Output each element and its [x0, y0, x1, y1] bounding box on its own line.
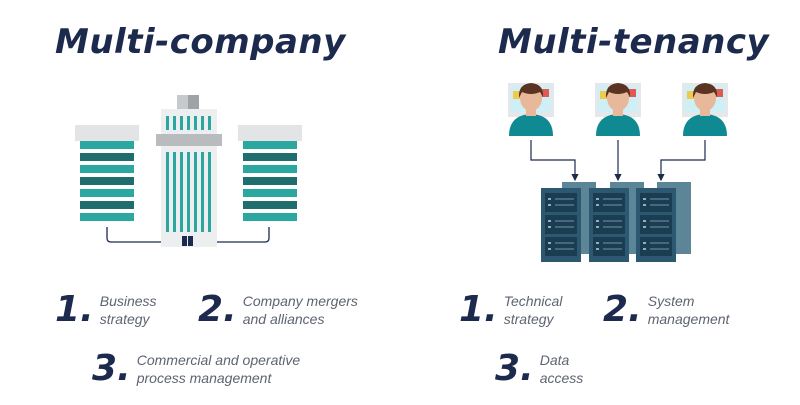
item-number: 1. [55, 289, 94, 330]
multi-tenancy-item-1: 1. Technical strategy [459, 292, 562, 328]
multi-company-item-3: 3. Commercial and operative process mana… [92, 351, 300, 387]
building-icon [156, 95, 222, 247]
multi-company-title: Multi-company [55, 22, 346, 62]
item-line: System [647, 293, 695, 309]
item-line: strategy [99, 311, 150, 327]
item-number: 1. [459, 289, 498, 330]
item-text: Company mergers and alliances [243, 292, 358, 328]
item-number: 2. [603, 289, 642, 330]
item-line: Data [539, 352, 570, 368]
item-line: Business [99, 293, 157, 309]
building-icon [238, 125, 302, 227]
item-text: Technical strategy [504, 292, 563, 328]
item-text: Data access [540, 351, 584, 387]
item-line: process management [136, 370, 272, 386]
multi-tenancy-item-2: 2. System management [603, 292, 729, 328]
item-text: Business strategy [100, 292, 157, 328]
item-line: management [647, 311, 730, 327]
multi-tenancy-item-3: 3. Data access [495, 351, 583, 387]
item-line: and alliances [242, 311, 325, 327]
user-workstation-icon [508, 83, 554, 136]
user-workstation-icon [595, 83, 641, 136]
building-icon [75, 125, 139, 227]
item-number: 3. [92, 348, 131, 389]
building-connector-right [217, 226, 270, 243]
user-workstation-icon [682, 83, 728, 136]
item-text: Commercial and operative process managem… [137, 351, 300, 387]
item-line: access [539, 370, 584, 386]
multi-tenancy-title: Multi-tenancy [498, 22, 770, 62]
item-line: strategy [503, 311, 554, 327]
server-rack-icon [541, 182, 691, 262]
item-number: 3. [495, 348, 534, 389]
item-text: System management [648, 292, 730, 328]
building-connector-left [106, 226, 162, 243]
multi-company-item-1: 1. Business strategy [55, 292, 157, 328]
connector-arrow [657, 140, 706, 182]
item-line: Company mergers [242, 293, 358, 309]
multi-company-item-2: 2. Company mergers and alliances [198, 292, 358, 328]
item-line: Commercial and operative [136, 352, 301, 368]
item-number: 2. [198, 289, 237, 330]
connector-arrow [530, 140, 579, 182]
item-line: Technical [503, 293, 563, 309]
